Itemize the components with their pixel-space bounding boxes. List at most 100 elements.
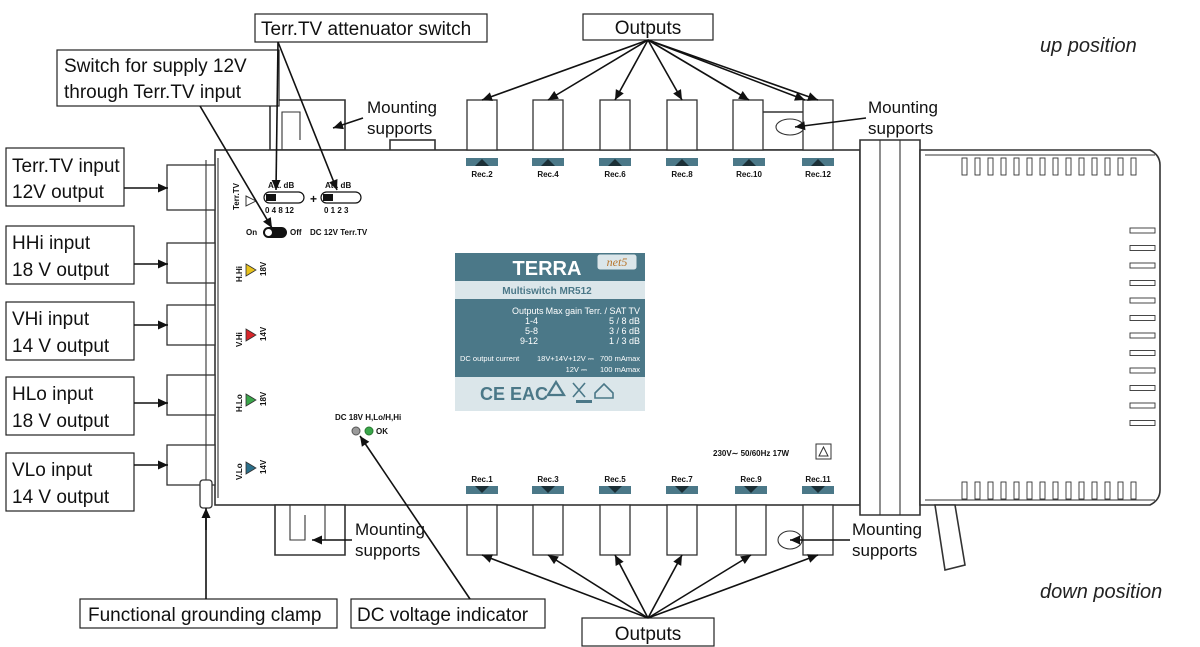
svg-text:Switch for supply 12V: Switch for supply 12V [64, 56, 247, 77]
mount-tab-top-left [269, 99, 346, 151]
svg-text:VHi input: VHi input [12, 309, 90, 330]
callout-supply-switch: Switch for supply 12V through Terr.TV in… [56, 49, 280, 107]
svg-text:supports: supports [852, 541, 917, 560]
svg-text:18V: 18V [259, 261, 268, 276]
svg-text:Terr.TV input: Terr.TV input [12, 156, 120, 177]
svg-text:HHi input: HHi input [12, 233, 91, 254]
rec-label-bottom: Rec.11 [802, 475, 834, 494]
svg-text:3 / 6 dB: 3 / 6 dB [609, 326, 640, 336]
svg-text:Functional grounding clamp: Functional grounding clamp [88, 605, 321, 626]
rec-label-bottom: Rec.7 [666, 475, 698, 494]
svg-text:Rec.8: Rec.8 [671, 170, 693, 179]
rec-label-top: Rec.8 [666, 158, 698, 179]
model-text: Multiswitch MR512 [502, 286, 592, 297]
svg-text:700 mAmax: 700 mAmax [600, 354, 640, 363]
label-mounting-top-right: Mounting supports [868, 98, 938, 138]
svg-text:18V+14V+12V ⎓: 18V+14V+12V ⎓ [537, 354, 595, 363]
svg-text:through Terr.TV input: through Terr.TV input [64, 82, 242, 103]
right-heatsink [859, 139, 1161, 571]
callout-hhi-input: HHi input 18 V output [5, 225, 135, 285]
svg-text:Max gain Terr. / SAT TV: Max gain Terr. / SAT TV [546, 306, 640, 316]
svg-text:supports: supports [355, 541, 420, 560]
callout-grounding: Functional grounding clamp [79, 598, 338, 629]
svg-text:Rec.12: Rec.12 [805, 170, 831, 179]
callout-outputs-top: Outputs [582, 13, 714, 41]
svg-text:Rec.11: Rec.11 [805, 475, 831, 484]
rec-label-bottom: Rec.9 [735, 475, 767, 494]
cert-marks: CE EAC [480, 384, 548, 404]
svg-text:Att. dB: Att. dB [325, 181, 351, 190]
rec-label-top: Rec.12 [802, 158, 834, 179]
svg-text:Outputs: Outputs [615, 18, 682, 39]
svg-text:Terr.TV attenuator switch: Terr.TV attenuator switch [261, 19, 471, 40]
svg-text:14 V output: 14 V output [12, 336, 110, 357]
callout-vhi-input: VHi input 14 V output [5, 301, 135, 361]
svg-text:HLo input: HLo input [12, 384, 94, 405]
svg-text:DC 18V H,Lo/H,Hi: DC 18V H,Lo/H,Hi [335, 413, 401, 422]
svg-text:18V: 18V [259, 391, 268, 406]
svg-text:DC voltage indicator: DC voltage indicator [357, 605, 529, 626]
attenuator-switch-1[interactable]: Att. dB 0 4 8 12 [263, 181, 305, 215]
product-label: TERRA net5 Multiswitch MR512 Outputs Max… [455, 253, 645, 411]
callout-terr-att: Terr.TV attenuator switch [254, 13, 488, 43]
indoor-use-icon [594, 382, 614, 399]
svg-text:1-4: 1-4 [525, 316, 538, 326]
label-mounting-bottom-right: Mounting supports [852, 520, 922, 560]
svg-text:Rec.5: Rec.5 [604, 475, 626, 484]
svg-text:Rec.7: Rec.7 [671, 475, 693, 484]
brand-badge: net5 [607, 255, 628, 269]
svg-text:Mounting: Mounting [868, 98, 938, 117]
callout-dc-indicator: DC voltage indicator [350, 598, 546, 629]
callout-terr-input: Terr.TV input 12V output [5, 147, 125, 207]
svg-text:Rec.10: Rec.10 [736, 170, 762, 179]
svg-text:Rec.2: Rec.2 [471, 170, 493, 179]
att-plus: + [310, 192, 317, 206]
svg-text:Rec.3: Rec.3 [537, 475, 559, 484]
attenuator-switch-2[interactable]: Att. dB 0 1 2 3 [320, 181, 362, 215]
top-output-connectors [466, 99, 834, 151]
grounding-clamp[interactable] [199, 479, 213, 509]
svg-text:Mounting: Mounting [852, 520, 922, 539]
svg-text:9-12: 9-12 [520, 336, 538, 346]
rec-label-top: Rec.6 [599, 158, 631, 179]
svg-text:14 V output: 14 V output [12, 487, 110, 508]
leader-lines [124, 39, 867, 619]
svg-text:14V: 14V [259, 459, 268, 474]
terr-input-arrow [245, 195, 258, 207]
svg-text:Mounting: Mounting [367, 98, 437, 117]
power-rating: 230V∼ 50/60Hz 17W [713, 449, 790, 458]
svg-text:DC output current: DC output current [460, 354, 520, 363]
svg-text:H.Hi: H.Hi [235, 266, 244, 282]
rec-label-bottom: Rec.1 [466, 475, 498, 494]
rec-label-bottom: Rec.3 [532, 475, 564, 494]
dc-led-indicator: DC 18V H,Lo/H,Hi OK [335, 413, 401, 436]
svg-text:Rec.9: Rec.9 [740, 475, 762, 484]
input-side-label: V.Lo 14V [235, 459, 268, 480]
svg-text:14V: 14V [259, 326, 268, 341]
rec-label-top: Rec.2 [466, 158, 498, 179]
rec-label-top: Rec.10 [733, 158, 765, 179]
svg-text:Rec.1: Rec.1 [471, 475, 493, 484]
svg-text:VLo input: VLo input [12, 460, 93, 481]
callout-hlo-input: HLo input 18 V output [5, 376, 135, 436]
svg-text:18 V output: 18 V output [12, 260, 110, 281]
svg-text:Outputs: Outputs [615, 624, 682, 645]
brand-text: TERRA [513, 258, 582, 280]
bottom-output-connectors [466, 504, 834, 556]
terr-tv-label: Terr.TV [232, 182, 241, 210]
rec-label-top: Rec.4 [532, 158, 564, 179]
svg-text:Rec.4: Rec.4 [537, 170, 559, 179]
svg-text:18 V output: 18 V output [12, 411, 110, 432]
svg-text:0 1 2 3: 0 1 2 3 [324, 206, 349, 215]
down-position-label: down position [1040, 581, 1162, 603]
rcm-icon [546, 379, 566, 397]
svg-text:V.Lo: V.Lo [235, 463, 244, 480]
dc-supply-switch[interactable]: On Off DC 12V Terr.TV [246, 227, 368, 238]
svg-text:DC 12V Terr.TV: DC 12V Terr.TV [310, 228, 368, 237]
device-body [166, 99, 1161, 571]
